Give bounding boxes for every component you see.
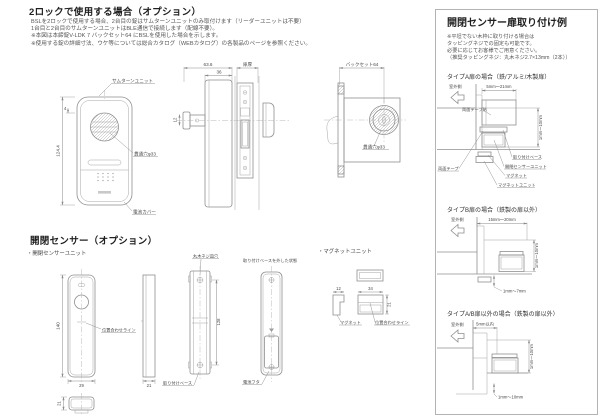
type-a-sensor-label: 開閉センサーユニット: [505, 164, 547, 170]
type-b-heading: タイプB扉の場合（鉄製の扉以外）: [447, 208, 542, 214]
type-c-dim-right: 1mm～10mm: [529, 343, 534, 369]
type-a-tape-face-label: 両面テープ貼: [462, 106, 488, 113]
panel-note-line: ※平坦でない木枠に取り付ける場合は: [447, 34, 535, 40]
type-b-outdoor-label: 室外側: [451, 216, 464, 223]
type-a-dim-right: 1mm～10mm: [538, 114, 543, 140]
brand-mark: [98, 191, 111, 194]
mounting-base-label: 取り付けベース: [163, 380, 192, 387]
dim-sensor-side-depth: 21: [147, 383, 152, 388]
dim-sensor-depth: 21: [57, 401, 62, 406]
through-hole-label: 貫通穴φ33: [134, 151, 156, 158]
type-a-dim-top: 5mm～21mm: [486, 84, 512, 89]
dim-sensor-width: 29: [79, 383, 84, 388]
type-a-diagram: 室外側 5mm～21mm 両面テープ貼 1mm～10mm 取り付けベース 開閉セ…: [437, 83, 547, 189]
lock-backset-view: バックセット64 貫通穴φ33: [324, 62, 406, 178]
magnet-unit-view: 12 34 21 マグネット 位置合わせライン: [332, 269, 410, 326]
dim-unit-height: 124.4: [56, 145, 61, 157]
sensor-base-view: 丸木ネジ皿穴 128 取り付けベース: [162, 253, 221, 387]
battery-lid-label: 電池フタ: [243, 379, 260, 386]
speaker-dots: [97, 172, 114, 182]
sensor-front-view: 140 29 位置合わせライン 21: [56, 269, 136, 416]
magnet-align-label: 位置合わせライン: [375, 319, 409, 326]
sensor-title: 開閉センサー（オプション）: [30, 236, 158, 247]
note-line: ※使用する錠の詳細寸法、ウケ等については総合カタログ（WEBカタログ）の各製品の…: [31, 40, 311, 47]
lock-side-view: 63.6 36 扉厚 12: [173, 61, 290, 210]
type-c-dim-bottom: 1mm～10mm: [498, 395, 524, 400]
magnet-unit-sublabel: ・マグネットユニット: [318, 249, 372, 255]
type-b-dim-right: 1mm～10mm: [534, 242, 539, 268]
dim-magnet-side-width: 12: [336, 286, 341, 291]
install-example-panel: [435, 9, 598, 415]
type-a-tape-label: 両面テープ: [438, 166, 459, 172]
type-a-magnet-label: マグネット: [506, 172, 527, 179]
type-a-base-label: 取り付けベース: [513, 154, 542, 161]
type-b-diagram: 室外側 15mm～20mm 1mm～10mm 1mm～7mm: [437, 216, 539, 294]
alignment-line-label: 位置合わせライン: [102, 327, 136, 334]
dim-magnet-width: 34: [368, 286, 373, 291]
type-a-magnet-unit-label: マグネットユニット: [498, 182, 536, 189]
note-line: BSLを2ロックで使用する場合、2台目の錠はサムターンユニットのみ取付けます（リ…: [31, 19, 305, 25]
dim-case-depth: 36: [216, 70, 222, 75]
door-thickness-label: 扉厚: [243, 61, 253, 68]
type-a-heading: タイプA扉の場合（鉄/アルミ/木製扉）: [447, 75, 551, 81]
panel-notes: ※平坦でない木枠に取り付ける場合は タッピングネジでの固定も可能です。 必要に応…: [447, 34, 571, 62]
type-c-heading: タイプA/B扉以外の場合（鉄製の扉以外）: [447, 312, 559, 318]
sensor-nobase-view: 取り付けベースを外した状態 電池フタ: [242, 257, 297, 386]
screw-hole-label: 丸木ネジ皿穴: [193, 253, 219, 260]
dim-total-depth: 63.6: [204, 62, 213, 67]
type-c-outdoor-label: 室外側: [451, 321, 464, 328]
through-hole-label-back: 貫通穴φ33: [363, 144, 385, 151]
type-b-dim-bottom: 1mm～7mm: [503, 289, 526, 294]
panel-note-line: （推奨タッピングネジ：丸木ネジ2.7×13mm（2本））: [447, 55, 571, 62]
type-c-dim-top: 5mm以内: [476, 321, 494, 328]
two-lock-notes: BSLを2ロックで使用する場合、2台目の錠はサムターンユニットのみ取付けます（リ…: [31, 19, 311, 48]
type-a-outdoor-label: 室外側: [449, 83, 462, 90]
panel-note-line: タッピングネジでの固定も可能です。: [447, 41, 535, 48]
dim-top-offset: 4: [64, 106, 67, 111]
two-lock-title: 2ロックで使用する場合（オプション）: [29, 7, 202, 18]
dim-base-height: 128: [216, 318, 221, 326]
sensor-unit-sublabel: ・開閉センサーユニット: [27, 251, 87, 257]
magnet-label: マグネット: [340, 319, 361, 326]
note-line: 1台目と2台目のサムターンユニットはBLE通信で接続します（配線不要）。: [31, 26, 219, 33]
dim-shaft: 12: [173, 117, 178, 122]
type-c-diagram: 室外側 5mm以内 1mm～10mm 1mm～10mm: [437, 320, 534, 400]
battery-cover-label: 電池カバー: [133, 209, 156, 216]
note-line: ※本図は本締錠V-LDK 7 バックセット64 にBSLを使用した場合を示します…: [31, 33, 222, 40]
panel-title: 開閉センサー扉取り付け例: [447, 18, 567, 29]
sensor-side-view: 21: [141, 274, 156, 388]
panel-note-line: 必要に応じてお客様でご用意ください。: [447, 48, 541, 55]
nobase-caption: 取り付けベースを外した状態: [243, 257, 297, 264]
dim-magnet-height: 21: [387, 302, 392, 307]
thumbturn-front-view: 124.4 4 サムターンユニット 貫通穴φ33 電池カバー: [56, 78, 158, 216]
thumbturn-unit-label: サムターンユニット: [112, 78, 153, 85]
dim-backset: バックセット64: [346, 62, 379, 68]
dim-sensor-height: 140: [56, 322, 61, 330]
type-b-dim-top: 15mm～20mm: [488, 217, 516, 222]
